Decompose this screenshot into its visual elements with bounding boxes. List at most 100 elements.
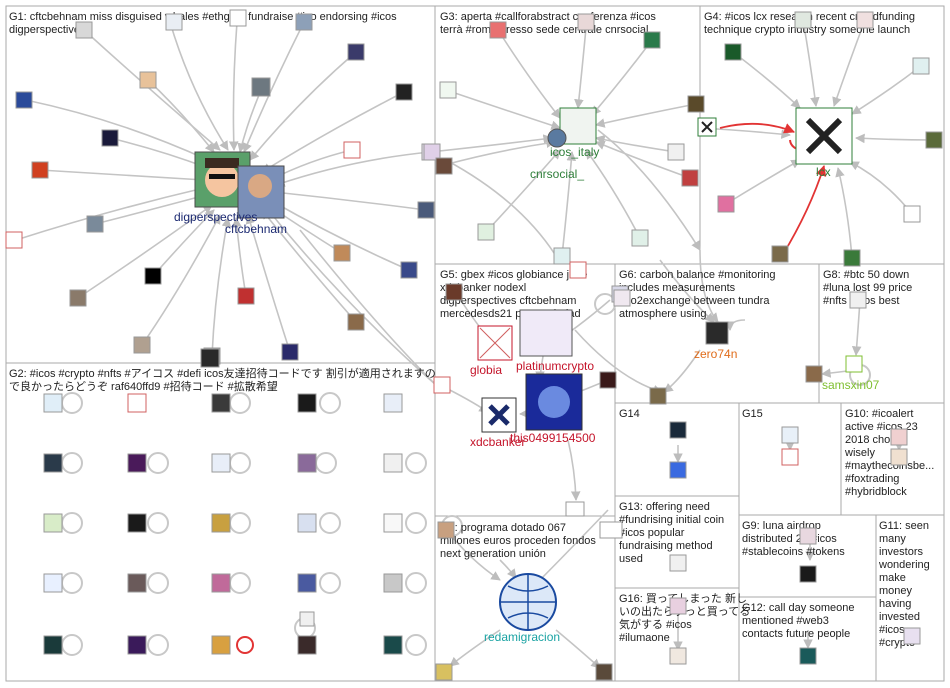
node-g2-r5c2[interactable]	[127, 635, 147, 655]
node-g1-j[interactable]	[101, 129, 119, 147]
node-g4-c[interactable]	[856, 11, 874, 29]
node-g1-p[interactable]	[86, 215, 104, 233]
node-g2-r3c4[interactable]	[297, 513, 317, 533]
node-zero74n-avatar[interactable]	[705, 321, 729, 345]
node-g3-g[interactable]	[435, 157, 453, 175]
node-g1-f[interactable]	[139, 71, 157, 89]
node-g1-g[interactable]	[251, 77, 271, 97]
node-g1-l[interactable]	[343, 141, 361, 159]
node-g5-d[interactable]	[599, 371, 617, 389]
node-g2-r4c1[interactable]	[43, 573, 63, 593]
node-g1-i[interactable]	[15, 91, 33, 109]
node-g2-r2c2[interactable]	[127, 453, 147, 473]
node-g2-r6c1[interactable]	[200, 348, 220, 368]
node-g1-r[interactable]	[333, 244, 351, 262]
node-g5-e[interactable]	[565, 501, 585, 517]
node-g3-f[interactable]	[423, 143, 441, 161]
node-g2-r5c5[interactable]	[383, 635, 403, 655]
node-g1-q[interactable]	[144, 267, 162, 285]
node-g4-b[interactable]	[794, 11, 812, 29]
node-g6-b[interactable]	[613, 289, 631, 307]
node-g1-v[interactable]	[133, 336, 151, 354]
node-g1-e[interactable]	[395, 83, 413, 101]
node-g3-c[interactable]	[643, 31, 661, 49]
node-g1-t[interactable]	[69, 289, 87, 307]
node-samsxin07-avatar[interactable]	[845, 355, 863, 373]
node-g1-b[interactable]	[229, 9, 247, 27]
node-g8-b[interactable]	[849, 291, 867, 309]
node-g2-r5c3[interactable]	[211, 635, 231, 655]
node-g1-s[interactable]	[400, 261, 418, 279]
node-g1-x[interactable]	[281, 343, 299, 361]
node-g2-r2c3[interactable]	[211, 453, 231, 473]
node-g7-d[interactable]	[599, 521, 623, 539]
node-g2-r5c4[interactable]	[297, 635, 317, 655]
node-g2-extra[interactable]	[299, 611, 315, 627]
node-g4-i[interactable]	[717, 195, 735, 213]
node-g5-a[interactable]	[445, 283, 463, 301]
node-g2-r1c5[interactable]	[383, 393, 403, 413]
node-g3-e[interactable]	[687, 95, 705, 113]
node-g3-k[interactable]	[681, 169, 699, 187]
node-g4-f[interactable]	[903, 205, 921, 223]
node-g12-a[interactable]	[799, 647, 817, 665]
node-g2-r3c3[interactable]	[211, 513, 231, 533]
node-g2-r4c4[interactable]	[297, 573, 317, 593]
node-g15-a[interactable]	[781, 426, 799, 444]
node-g3-d[interactable]	[439, 81, 457, 99]
node-g10-b[interactable]	[890, 448, 908, 466]
node-g9-a[interactable]	[799, 527, 817, 545]
node-g16-a[interactable]	[669, 597, 687, 615]
node-g4-e[interactable]	[925, 131, 943, 149]
node-g2-r3c2[interactable]	[127, 513, 147, 533]
node-g2-r3c1[interactable]	[43, 513, 63, 533]
node-g13-a[interactable]	[669, 554, 687, 572]
node-g5-c[interactable]	[433, 376, 451, 394]
node-g1-w[interactable]	[347, 313, 365, 331]
node-g3-a[interactable]	[489, 21, 507, 39]
node-g2-r2c1[interactable]	[43, 453, 63, 473]
node-g3-j[interactable]	[631, 229, 649, 247]
node-g4-j[interactable]	[771, 245, 789, 263]
node-g2-r1c1[interactable]	[43, 393, 63, 413]
node-g10-a[interactable]	[890, 428, 908, 446]
node-g7-b[interactable]	[435, 663, 453, 681]
node-g2-r4c3[interactable]	[211, 573, 231, 593]
node-g1-h[interactable]	[75, 21, 93, 39]
node-g2-r5c1[interactable]	[43, 635, 63, 655]
node-g2-r4c5[interactable]	[383, 573, 403, 593]
node-g3-b[interactable]	[577, 13, 595, 31]
node-g1-a[interactable]	[165, 13, 183, 31]
node-g3-h[interactable]	[477, 223, 495, 241]
node-g1-o[interactable]	[5, 231, 23, 249]
node-g2-r2c4[interactable]	[297, 453, 317, 473]
node-g15-b[interactable]	[781, 448, 799, 466]
node-g3-i[interactable]	[553, 247, 571, 265]
node-g14-a[interactable]	[669, 421, 687, 439]
node-g16-b[interactable]	[669, 647, 687, 665]
node-g6-a[interactable]	[649, 387, 667, 405]
node-g1-k[interactable]	[31, 161, 49, 179]
node-g2-r2c5[interactable]	[383, 453, 403, 473]
node-g5-b[interactable]	[569, 261, 587, 279]
node-g7-c[interactable]	[595, 663, 613, 681]
node-g4-a[interactable]	[724, 43, 742, 61]
node-g4-g[interactable]	[843, 249, 861, 267]
node-g2-r1c3[interactable]	[211, 393, 231, 413]
node-g8-a[interactable]	[805, 365, 823, 383]
node-cnrsocial-avatar[interactable]	[547, 128, 567, 148]
node-g1-c[interactable]	[295, 13, 313, 31]
node-g14-b[interactable]	[669, 461, 687, 479]
node-g2-r1c4[interactable]	[297, 393, 317, 413]
node-g11-a[interactable]	[903, 627, 921, 645]
node-g2-r4c2[interactable]	[127, 573, 147, 593]
node-g9-b[interactable]	[799, 565, 817, 583]
node-g1-u[interactable]	[237, 287, 255, 305]
node-g2-r3c5[interactable]	[383, 513, 403, 533]
node-g1-d[interactable]	[347, 43, 365, 61]
node-g7-a[interactable]	[437, 521, 455, 539]
node-g2-r1c2[interactable]	[127, 393, 147, 413]
node-platinumcrypto-avatar[interactable]	[519, 309, 573, 357]
node-g4-d[interactable]	[912, 57, 930, 75]
node-g1-n[interactable]	[417, 201, 435, 219]
